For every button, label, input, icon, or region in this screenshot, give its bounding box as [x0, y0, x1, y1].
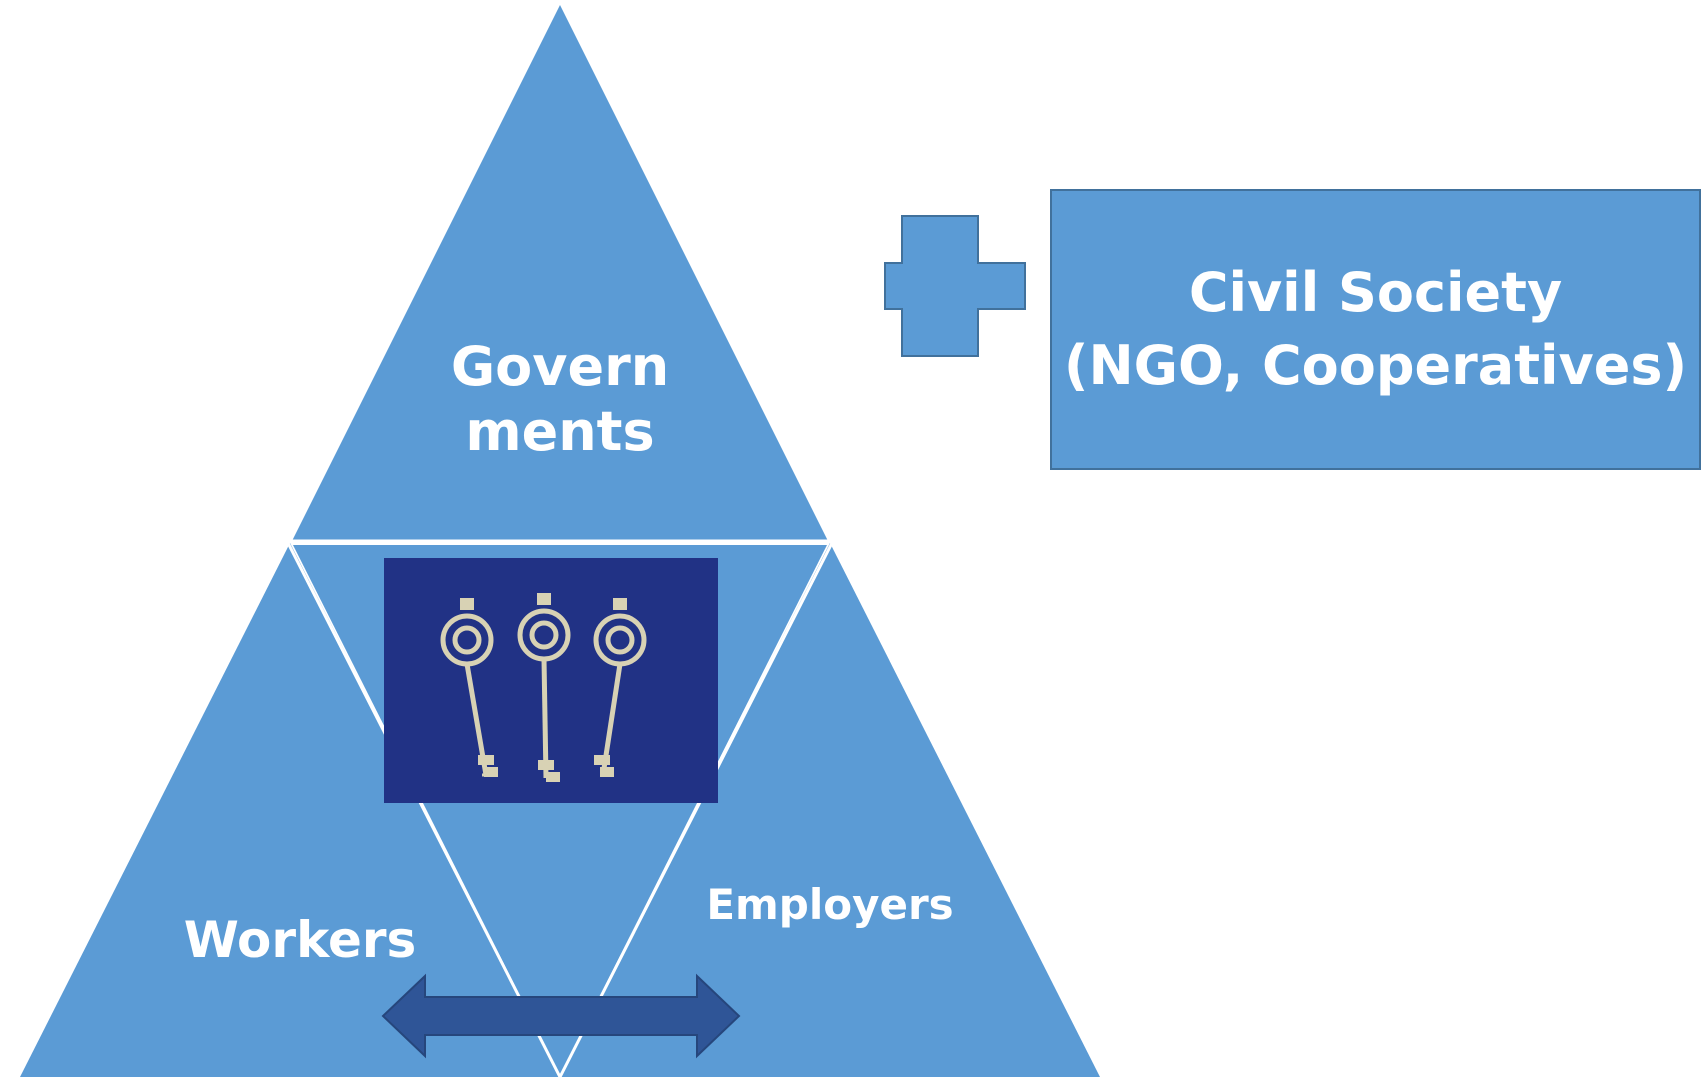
workers-label: Workers [183, 911, 417, 969]
employers-label: Employers [706, 880, 954, 929]
double-arrow [381, 973, 741, 1059]
governments-label-line1: Govern [450, 335, 670, 398]
employers-triangle [560, 543, 1100, 1077]
workers-triangle [20, 543, 560, 1077]
governments-label: Govern ments [420, 335, 700, 465]
civil-society-line2: (NGO, Cooperatives) [1063, 333, 1688, 397]
governments-label-line2: ments [465, 399, 655, 463]
civil-society-line1: Civil Society [1188, 260, 1563, 324]
divider-lines [286, 539, 834, 1077]
keys-photo [384, 558, 718, 803]
governments-triangle [292, 5, 828, 541]
plus-icon [884, 215, 1026, 357]
civil-society-box: Civil Society (NGO, Cooperatives) [1050, 189, 1701, 470]
